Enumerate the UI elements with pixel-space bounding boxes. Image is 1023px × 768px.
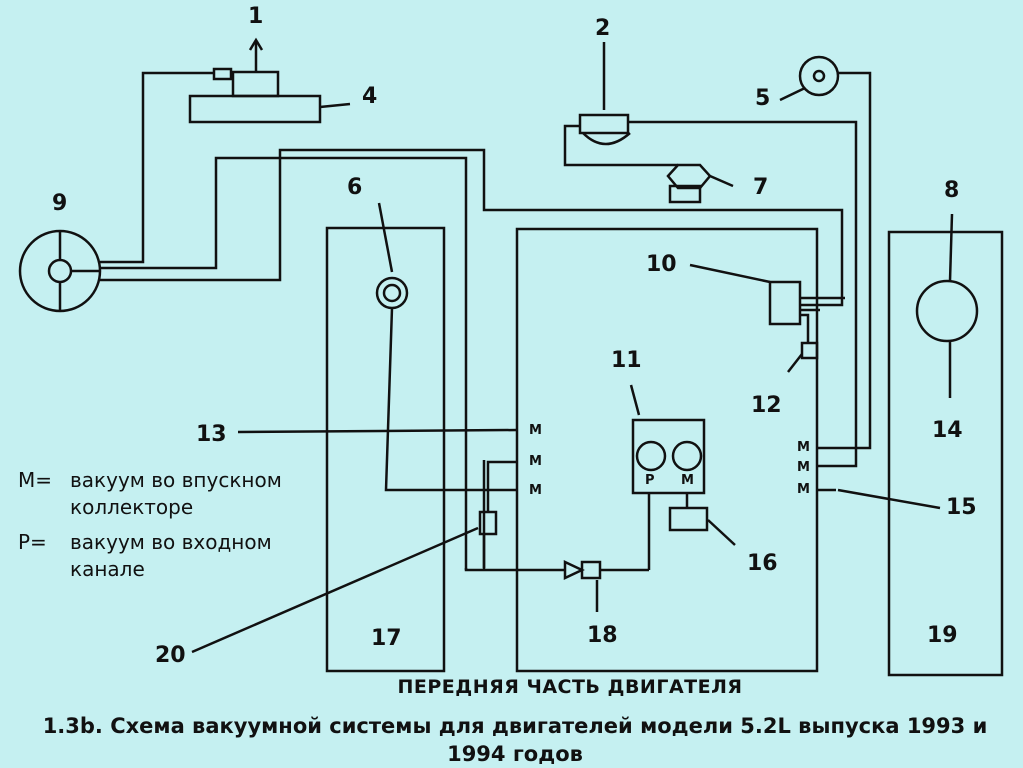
label-11: 11: [611, 348, 642, 373]
panel-19: [887, 230, 1004, 677]
legend-m-key: M=: [18, 468, 53, 492]
component-10: [768, 280, 802, 326]
label-6: 6: [347, 175, 363, 200]
label-5: 5: [755, 86, 771, 111]
label-12: 12: [751, 393, 782, 418]
figure-caption: 1.3b. Схема вакуумной системы для двигат…: [15, 712, 1015, 768]
caption-line-1: 1.3b. Схема вакуумной системы для двигат…: [42, 714, 988, 738]
legend-m-text-2: коллекторе: [70, 495, 194, 519]
component-2: [578, 113, 630, 135]
panel-17: [325, 226, 446, 673]
label-14: 14: [932, 418, 963, 443]
component-4: [188, 94, 322, 124]
label-16: 16: [747, 551, 778, 576]
component-5: [798, 55, 840, 97]
panel-engine: [515, 227, 819, 673]
component-1: [231, 70, 280, 98]
label-2: 2: [595, 16, 611, 41]
port-m-3: M: [529, 483, 542, 498]
label-17: 17: [371, 626, 402, 651]
component-20: [478, 510, 498, 536]
label-9: 9: [52, 191, 68, 216]
component-16: [668, 506, 709, 532]
legend-p-text-2: канале: [70, 557, 145, 581]
label-19: 19: [927, 623, 958, 648]
component-7: [666, 163, 712, 190]
port-m-2: M: [529, 454, 542, 469]
port-m-11: M: [681, 473, 694, 488]
label-7: 7: [753, 175, 769, 200]
legend-m-text-1: вакуум во впускном: [70, 468, 282, 492]
label-10: 10: [646, 252, 677, 277]
port-m-5: M: [797, 460, 810, 475]
component-12: [800, 341, 819, 360]
port-m-4: M: [797, 440, 810, 455]
label-13: 13: [196, 422, 227, 447]
caption-line-2: 1994 годов: [447, 742, 583, 766]
label-15: 15: [946, 495, 977, 520]
label-20: 20: [155, 643, 186, 668]
component-18: [563, 560, 585, 580]
port-m-6: M: [797, 482, 810, 497]
component-11: [631, 418, 706, 495]
label-18: 18: [587, 623, 618, 648]
label-4: 4: [362, 84, 378, 109]
port-p-11: P: [645, 473, 655, 488]
legend-p-key: P=: [18, 530, 47, 554]
component-6-inner: [382, 283, 402, 303]
label-1: 1: [248, 4, 264, 29]
label-8: 8: [944, 178, 960, 203]
component-9-inner: [47, 258, 73, 284]
port-m-1: M: [529, 423, 542, 438]
component-6-outer: [375, 276, 409, 310]
component-14: [915, 279, 979, 343]
front-of-engine-label: ПЕРЕДНЯЯ ЧАСТЬ ДВИГАТЕЛЯ: [397, 676, 743, 698]
legend-p-text-1: вакуум во входном: [70, 530, 272, 554]
